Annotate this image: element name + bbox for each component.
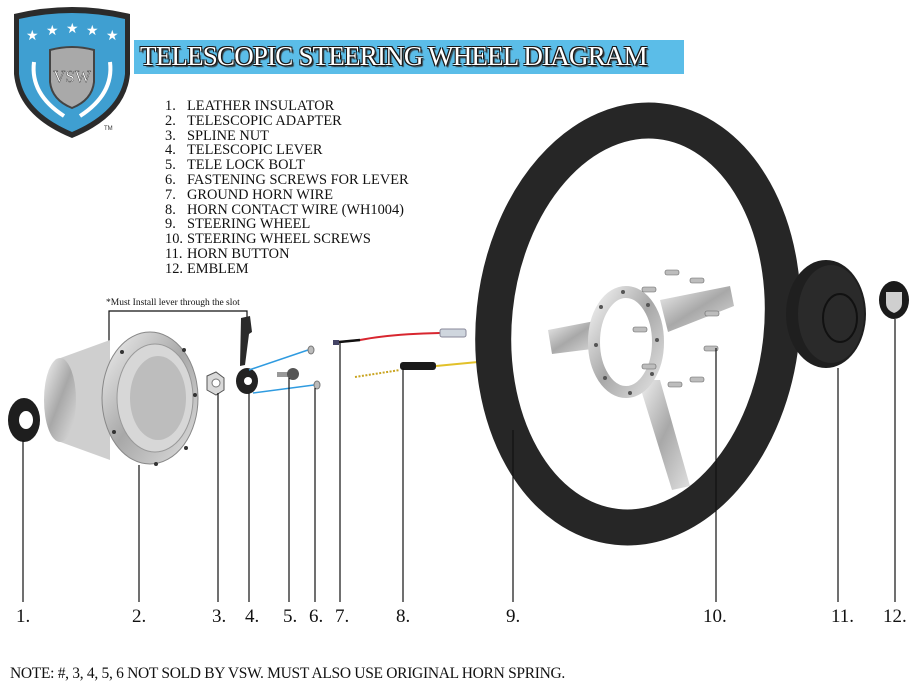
part-spline-nut — [206, 371, 225, 396]
callout-11: 11. — [831, 606, 855, 627]
leader-lines — [22, 319, 896, 602]
part-telescopic-lever — [236, 316, 258, 394]
callout-12: 12. — [883, 606, 907, 627]
title-banner — [134, 40, 684, 74]
svg-text:★: ★ — [26, 28, 39, 44]
callout-4: 4. — [245, 606, 260, 627]
logo-text: VSW — [53, 67, 92, 86]
svg-text:★: ★ — [86, 23, 99, 39]
callout-1: 1. — [16, 606, 31, 627]
svg-text:★: ★ — [46, 23, 59, 39]
part-emblem — [879, 281, 909, 319]
part-steering-wheel-screws — [632, 269, 720, 388]
callout-3: 3. — [212, 606, 227, 627]
parts-list-item: 12.EMBLEM — [165, 260, 249, 277]
slot-install-note: *Must Install lever through the slot — [106, 298, 240, 308]
part-fastening-screws — [307, 345, 321, 390]
lever-screw-guide-line — [252, 384, 315, 394]
part-steering-wheel — [475, 102, 801, 546]
parts-list-item: 11.HORN BUTTON — [165, 245, 290, 262]
part-horn-contact-wire — [354, 358, 488, 378]
parts-list-item: 5.TELE LOCK BOLT — [165, 157, 305, 174]
trademark-symbol: TM — [104, 126, 113, 132]
slot-note-bracket — [108, 310, 248, 363]
lever-screw-guide-line — [248, 349, 309, 371]
callout-5: 5. — [283, 606, 298, 627]
vsw-logo: ★ ★ ★ ★ ★ VSW — [14, 7, 130, 138]
callout-10: 10. — [703, 606, 727, 627]
parts-list-item: 1.LEATHER INSULATOR — [165, 98, 335, 114]
footer-note: NOTE: #, 3, 4, 5, 6 NOT SOLD BY VSW. MUS… — [10, 665, 565, 682]
part-ground-horn-wire — [333, 328, 467, 345]
part-horn-button — [786, 260, 866, 368]
parts-list-item: 2.TELESCOPIC ADAPTER — [165, 112, 342, 129]
callout-6: 6. — [309, 606, 324, 627]
star-icons: ★ ★ ★ ★ ★ — [26, 21, 119, 44]
callout-8: 8. — [396, 606, 411, 627]
part-leather-insulator — [8, 398, 40, 442]
callout-2: 2. — [132, 606, 147, 627]
parts-list-item: 8.HORN CONTACT WIRE (WH1004) — [165, 201, 404, 218]
parts-list-item: 6.FASTENING SCREWS FOR LEVER — [165, 171, 409, 188]
parts-list-item: 3.SPLINE NUT — [165, 127, 269, 144]
parts-list-item: 4.TELESCOPIC LEVER — [165, 142, 323, 159]
parts-list: 1.LEATHER INSULATOR 2.TELESCOPIC ADAPTER… — [165, 99, 409, 277]
svg-text:★: ★ — [66, 21, 79, 37]
diagram-title: TELESCOPIC STEERING WHEEL DIAGRAM — [140, 41, 648, 71]
part-tele-lock-bolt — [277, 368, 299, 380]
parts-list-item: 9.STEERING WHEEL — [165, 216, 311, 233]
parts-list-item: 10.STEERING WHEEL SCREWS — [165, 231, 371, 248]
parts-list-item: 7.GROUND HORN WIRE — [165, 186, 334, 203]
callout-9: 9. — [506, 606, 521, 627]
part-telescopic-adapter — [44, 331, 199, 466]
callout-7: 7. — [335, 606, 350, 627]
svg-text:★: ★ — [106, 28, 119, 44]
